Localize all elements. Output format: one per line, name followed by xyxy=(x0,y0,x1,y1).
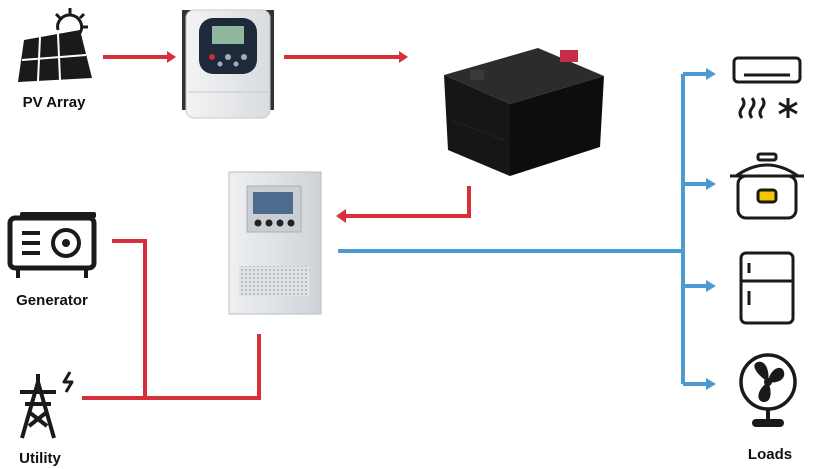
battery-to-inverter-line xyxy=(346,186,471,218)
pv-array-label: PV Array xyxy=(22,94,86,111)
arrowhead-icon xyxy=(706,68,716,80)
ac-lines xyxy=(338,72,707,386)
dc-arrowheads xyxy=(167,51,408,223)
fan-icon xyxy=(739,353,797,427)
generator-label: Generator xyxy=(16,292,88,309)
generator-icon xyxy=(7,212,97,278)
inverter xyxy=(228,171,322,315)
arrowhead-icon xyxy=(706,378,716,390)
rice-cooker-icon xyxy=(730,152,804,220)
ac-arrowheads xyxy=(706,68,716,390)
controller-lcd xyxy=(212,26,244,44)
utility-to-inverter-line xyxy=(82,334,261,400)
dc-lines xyxy=(82,55,471,400)
solar-charge-controller xyxy=(182,9,274,119)
arrowhead-icon xyxy=(706,280,716,292)
utility-label: Utility xyxy=(19,450,61,467)
battery xyxy=(444,48,604,176)
arrowhead-icon xyxy=(336,209,346,223)
arrowhead-icon xyxy=(706,178,716,190)
inverter-lcd xyxy=(253,192,293,214)
generator-line xyxy=(112,239,147,398)
battery-terminal-negative xyxy=(470,70,484,80)
refrigerator-icon xyxy=(739,251,795,325)
inverter-vent xyxy=(239,266,309,296)
arrowhead-icon xyxy=(167,51,176,63)
air-conditioner-icon xyxy=(732,56,802,119)
battery-terminal-positive xyxy=(560,50,578,62)
arrowhead-icon xyxy=(399,51,408,63)
solar-panel-icon xyxy=(18,8,92,82)
loads-label: Loads xyxy=(747,446,793,463)
power-tower-icon xyxy=(20,371,74,439)
